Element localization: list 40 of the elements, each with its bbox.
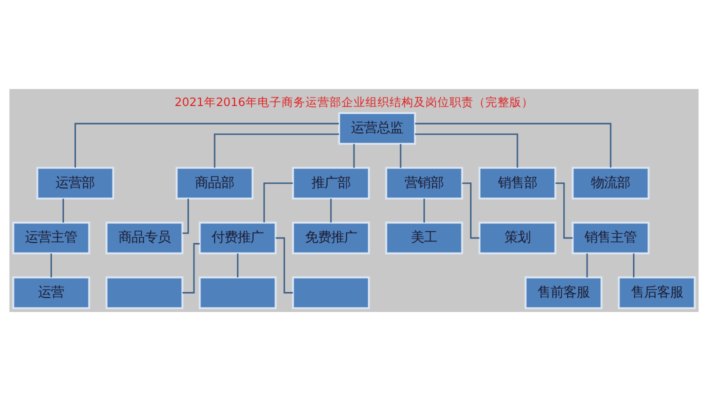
node-box: 运营总监 <box>338 112 416 144</box>
node-box: 运营部 <box>36 166 114 200</box>
node-box: 运营主管 <box>12 221 90 254</box>
node-box: 营销部 <box>385 166 464 200</box>
node-box <box>106 276 184 309</box>
node-box: 美工 <box>385 221 464 254</box>
node-box: 推广部 <box>292 166 370 200</box>
connector <box>182 198 189 234</box>
connector <box>400 143 402 168</box>
node-box <box>292 276 370 309</box>
node-box: 商品部 <box>176 166 254 200</box>
node-box: 策划 <box>478 221 556 254</box>
diagram-title: 2021年2016年电子商务运营部企业组织结构及岗位职责（完整版） <box>174 94 534 108</box>
node-box: 商品专员 <box>106 221 184 254</box>
connector <box>236 253 238 277</box>
connector <box>263 182 293 222</box>
connector <box>214 132 339 168</box>
node-box <box>198 276 277 309</box>
connector <box>182 242 200 293</box>
connector <box>415 122 612 168</box>
node-box: 免费推广 <box>292 221 370 254</box>
connector <box>423 198 425 222</box>
node-box: 销售部 <box>478 166 556 200</box>
connector <box>462 182 480 238</box>
connector <box>633 253 634 277</box>
connector <box>50 253 52 277</box>
connector <box>62 198 64 222</box>
connector <box>353 143 355 168</box>
connector <box>276 236 293 293</box>
node-box: 售后客服 <box>618 276 696 309</box>
connector <box>555 182 573 238</box>
node-box: 物流部 <box>572 166 650 200</box>
node-box: 运营 <box>12 276 90 309</box>
connector <box>415 132 518 168</box>
node-box: 销售主管 <box>572 221 650 254</box>
connector <box>330 198 332 222</box>
connector <box>586 253 588 277</box>
node-box: 付费推广 <box>198 221 277 254</box>
connector <box>74 122 339 168</box>
node-box: 售前客服 <box>524 276 602 309</box>
